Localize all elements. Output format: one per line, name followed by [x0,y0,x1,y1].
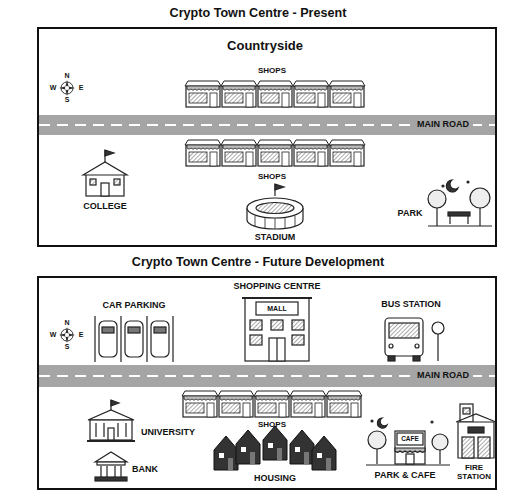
shop-row [185,81,365,107]
compass-rose [59,80,75,96]
sign-text: MALL [266,305,287,313]
place-label: CAR PARKING [103,301,166,311]
compass-rose [59,327,75,343]
place-label: BUS STATION [381,300,441,310]
place-label: UNIVERSITY [141,428,195,438]
place-label: SHOPPING CENTRE [233,282,320,292]
shop-row [185,140,365,166]
map-title: Crypto Town Centre - Future Development [2,255,512,269]
map-panel: Crypto Town Centre - Future DevelopmentM… [37,276,497,490]
region-name: Countryside [227,39,303,53]
compass-letter: S [65,96,70,104]
college-icon [83,150,127,196]
place-label: SHOPS [258,421,286,430]
mall-icon [242,298,312,361]
sign-text: CAFE [400,435,420,442]
compass-letter: N [64,72,69,80]
compass-letter: E [79,331,84,339]
compass-letter: E [79,84,84,92]
main-road: MAIN ROAD [39,365,495,387]
place-label: STADIUM [255,233,295,243]
compass-letter: S [65,343,70,351]
place-label: BANK [132,465,158,475]
map-panel: Crypto Town Centre - PresentMAIN ROADNWE… [37,27,497,247]
park-cafe-icon [366,418,450,465]
place-label: COLLEGE [83,202,127,212]
main-road: MAIN ROAD [39,115,495,135]
stadium-icon [247,184,303,229]
shop-row [182,391,362,417]
bank-icon [95,452,127,481]
road-name: MAIN ROAD [413,120,473,130]
road-name: MAIN ROAD [413,371,473,381]
place-label: FIRE STATION [452,464,496,482]
housing-icon [214,426,336,470]
bus-station-icon [385,318,444,361]
university-icon [87,400,135,441]
place-label: HOUSING [254,474,296,484]
compass-letter: N [64,319,69,327]
car-park-icon [95,316,173,362]
map-title: Crypto Town Centre - Present [2,6,512,20]
place-label: PARK [398,209,423,219]
place-label: SHOPS [258,67,286,76]
place-label: PARK & CAFE [375,471,436,481]
place-label: SHOPS [258,173,286,182]
compass-letter: W [50,84,57,92]
fire-station-icon [456,404,496,458]
park-icon [428,180,492,226]
compass-letter: W [50,331,57,339]
